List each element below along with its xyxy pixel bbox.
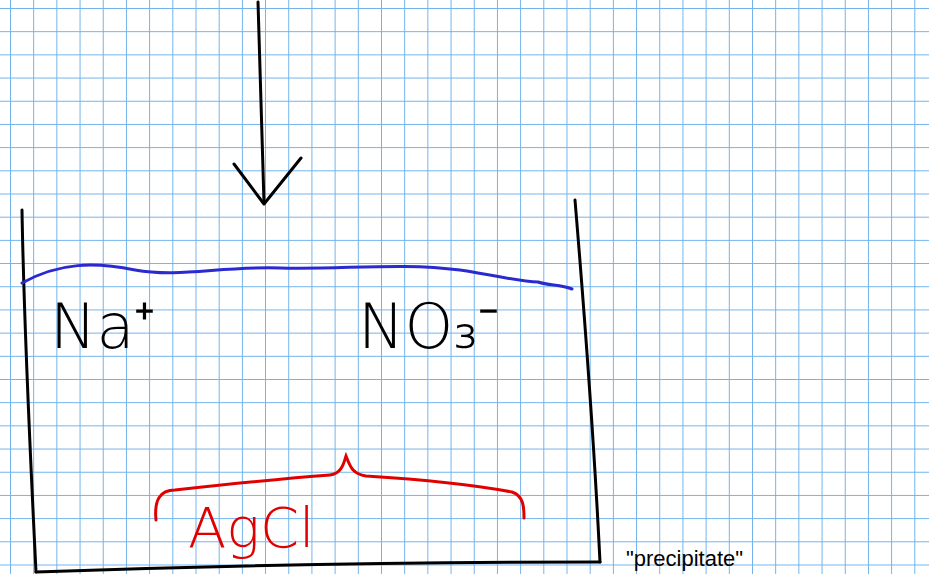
beaker-bottom xyxy=(36,562,600,572)
ion-label: Na⁺ xyxy=(50,296,155,358)
note-label: "precipitate" xyxy=(626,548,743,570)
arrow-head xyxy=(234,158,301,204)
ion-label: NO₃⁻ xyxy=(358,296,499,358)
beaker-right-wall xyxy=(575,200,600,562)
beaker-left-wall xyxy=(22,210,36,572)
arrow-shaft xyxy=(258,2,264,203)
liquid-surface xyxy=(22,265,572,289)
precipitate-label: AgCl xyxy=(188,500,315,556)
